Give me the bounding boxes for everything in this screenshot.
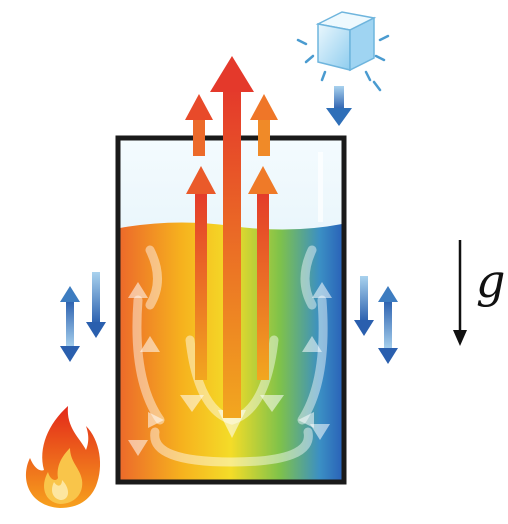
glass-highlight bbox=[318, 152, 323, 222]
flame-icon bbox=[26, 406, 100, 508]
center-rising-head bbox=[210, 56, 254, 92]
gravity-label: g bbox=[476, 258, 505, 304]
cooling-arrow bbox=[326, 86, 352, 126]
left-inner-rising-shaft bbox=[195, 190, 207, 380]
right-outer-rising-head bbox=[250, 94, 278, 120]
ice-cube-icon bbox=[298, 12, 388, 90]
center-rising-shaft bbox=[223, 88, 241, 418]
gravity-arrow bbox=[453, 240, 467, 346]
right-heat-exchange-arrows bbox=[354, 276, 398, 364]
right-outer-rising-shaft bbox=[258, 118, 270, 156]
left-heat-exchange-arrows bbox=[60, 272, 106, 362]
right-inner-rising-shaft bbox=[257, 190, 269, 380]
left-outer-rising-head bbox=[185, 94, 213, 120]
rising-heat-arrows bbox=[185, 56, 278, 418]
left-outer-rising-shaft bbox=[193, 118, 205, 156]
